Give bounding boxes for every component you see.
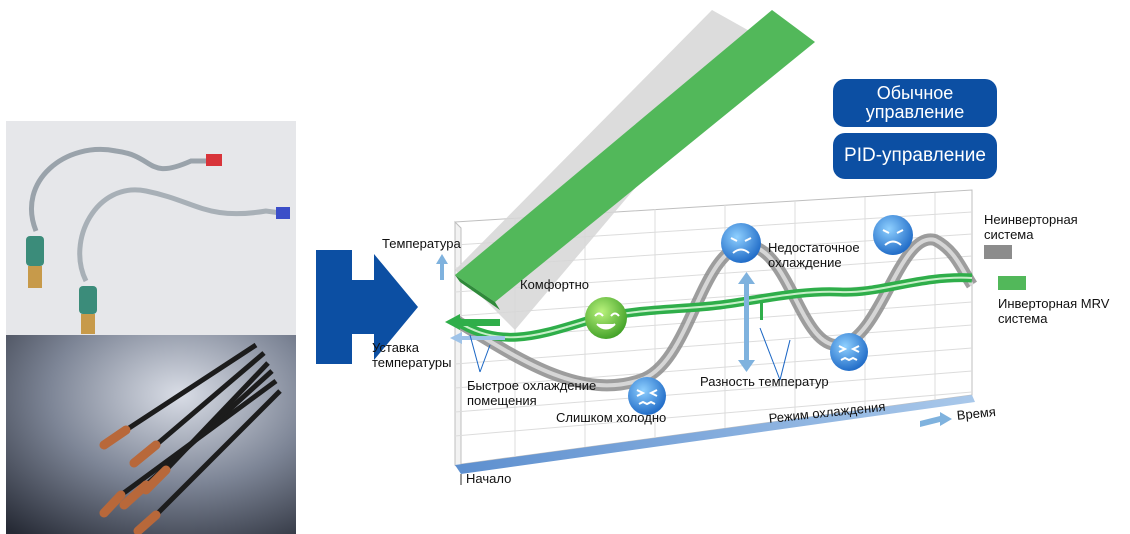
sad-face-icon — [721, 223, 761, 263]
inverter-band — [455, 10, 815, 302]
temperature-label: Температура — [382, 236, 461, 251]
pressure-switch-photo — [6, 121, 296, 335]
temperature-axis-arrow-icon — [436, 254, 448, 280]
time-axis-floor — [455, 395, 975, 474]
legend-inverter-swatch — [998, 276, 1026, 290]
conventional-label-1: Обычное — [876, 83, 954, 103]
conventional-control-button[interactable]: Обычное управление — [833, 79, 997, 127]
start-label: Начало — [466, 471, 512, 486]
setpoint-arrow-icon — [445, 314, 505, 344]
setpoint-label: Уставка температуры — [372, 340, 452, 370]
temp-difference-arrow-icon — [738, 272, 755, 372]
legend-non-inverter-swatch — [984, 245, 1012, 259]
too-cold-label: Слишком холодно — [556, 410, 667, 425]
legend-inverter-label: Инверторная MRV система — [998, 296, 1110, 326]
comfortable-label: Комфортно — [520, 277, 589, 292]
temperature-sensor-photo — [6, 335, 296, 534]
insufficient-cooling-label: Недостаточное охлаждение — [768, 240, 860, 270]
smiling-face-icon — [585, 297, 627, 339]
rapid-cooling-label: Быстрое охлаждение помещения — [467, 378, 597, 408]
shivering-face-icon — [628, 377, 666, 415]
temp-difference-arrow-icon-2 — [760, 300, 763, 320]
time-arrow-icon — [920, 412, 952, 427]
legend-non-inverter-label: Неинверторная система — [984, 212, 1078, 242]
big-arrow-icon — [316, 250, 418, 364]
shivering-face-icon-2 — [830, 333, 868, 371]
sad-face-icon-2 — [873, 215, 913, 255]
pid-control-button[interactable]: PID-управление — [833, 133, 997, 179]
temp-difference-label: Разность температур — [700, 374, 829, 389]
conventional-label-2: управление — [865, 102, 965, 122]
